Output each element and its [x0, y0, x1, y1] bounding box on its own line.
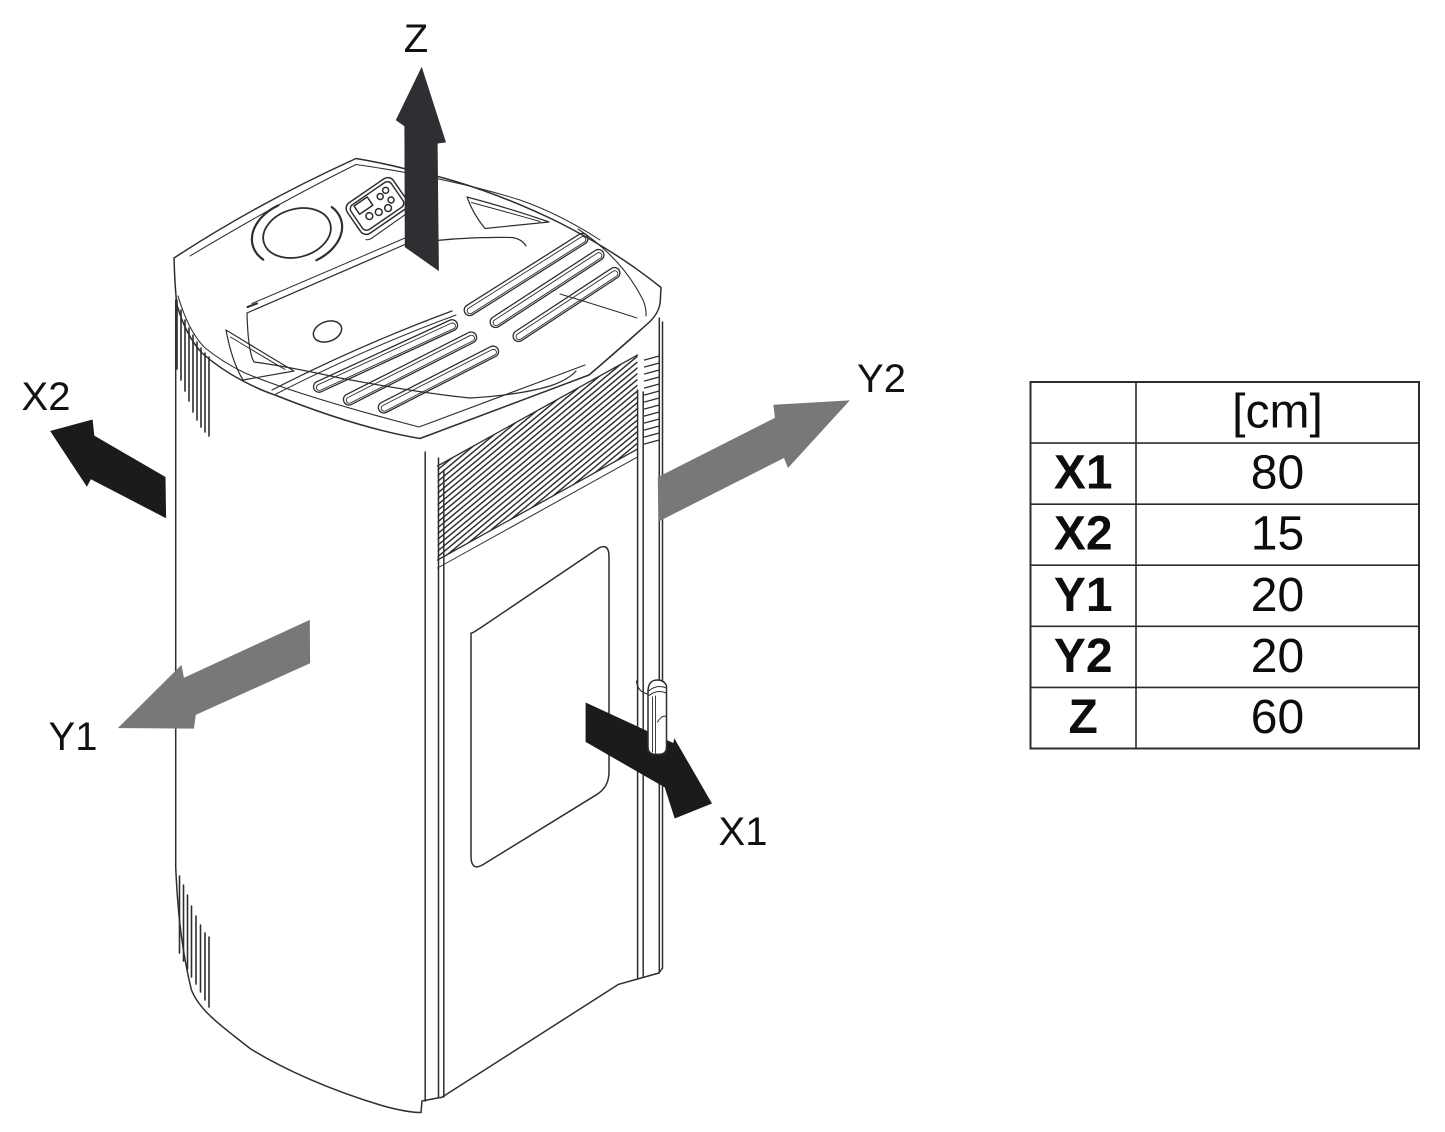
svg-text:X1: X1 [1054, 447, 1113, 500]
svg-text:Y2: Y2 [857, 357, 906, 401]
svg-text:X2: X2 [22, 375, 71, 419]
svg-text:X2: X2 [1054, 508, 1113, 561]
svg-text:60: 60 [1251, 691, 1304, 744]
svg-text:Y2: Y2 [1054, 630, 1113, 683]
svg-text:Z: Z [404, 17, 428, 61]
svg-text:80: 80 [1251, 447, 1304, 500]
svg-text:20: 20 [1251, 569, 1304, 622]
svg-text:Z: Z [1069, 691, 1098, 744]
svg-text:X1: X1 [719, 810, 768, 854]
svg-text:Y1: Y1 [49, 715, 98, 759]
svg-text:20: 20 [1251, 630, 1304, 683]
svg-text:[cm]: [cm] [1232, 386, 1323, 439]
svg-text:15: 15 [1251, 508, 1304, 561]
svg-text:Y1: Y1 [1054, 569, 1113, 622]
